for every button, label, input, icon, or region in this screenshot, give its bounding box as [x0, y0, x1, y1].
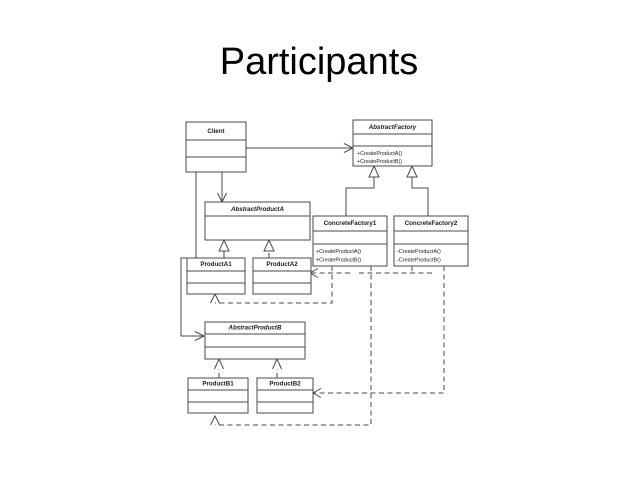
- operation-concretefactory1-createproductb: +CreateProductB(): [316, 257, 361, 263]
- class-name-client: Client: [207, 128, 224, 135]
- edge-concretefactory1-generalization: [345, 164, 380, 216]
- edge-productb1-generalization: [214, 357, 224, 378]
- operation-concretefactory2-createproductb: -CreateProductB(): [397, 257, 441, 263]
- class-box-concretefactory1[interactable]: ConcreteFactory1 +CreateProductA() +Crea…: [312, 215, 388, 267]
- edge-client-to-abstractfactory: [246, 143, 355, 153]
- class-name-abstractfactory: AbstractFactory: [368, 124, 417, 131]
- class-name-productb2: ProductB2: [269, 381, 301, 388]
- class-name-concretefactory2: ConcreteFactory2: [405, 220, 458, 227]
- edge-cf1-to-productb1-dependency: [210, 266, 372, 426]
- class-name-productb1: ProductB1: [202, 381, 234, 388]
- edge-producta1-generalization: [218, 238, 230, 258]
- class-box-client[interactable]: Client: [185, 121, 247, 173]
- class-name-producta2: ProductA2: [266, 261, 298, 268]
- class-box-producta2[interactable]: ProductA2: [252, 257, 312, 295]
- edge-client-to-abstractproducta: [217, 172, 227, 204]
- page-title: Participants: [219, 41, 419, 83]
- edge-cf1-to-producta2-dependency: [308, 268, 350, 278]
- class-box-productb1[interactable]: ProductB1: [187, 377, 249, 414]
- class-name-concretefactory1: ConcreteFactory1: [324, 220, 377, 227]
- class-box-abstractfactory[interactable]: AbstractFactory +CreateProductA() +Creat…: [352, 119, 433, 167]
- class-box-abstractproducta[interactable]: AbstractProductA: [204, 201, 311, 241]
- class-name-producta1: ProductA1: [200, 261, 232, 268]
- class-name-abstractproductb: AbstractProductB: [228, 325, 282, 332]
- operation-abstractfactory-createproductb: +CreateProductB(): [357, 159, 402, 165]
- class-box-concretefactory2[interactable]: ConcreteFactory2 -CreateProductA() -Crea…: [393, 215, 469, 267]
- edge-cf2-to-productb2-dependency: [311, 266, 445, 398]
- class-box-producta1[interactable]: ProductA1: [186, 257, 246, 295]
- operation-concretefactory2-createproducta: -CreateProductA(): [397, 249, 441, 255]
- class-box-productb2[interactable]: ProductB2: [256, 377, 314, 414]
- operation-concretefactory1-createproducta: +CreateProductA(): [316, 249, 361, 255]
- operation-abstractfactory-createproducta: +CreateProductA(): [357, 151, 402, 157]
- class-box-abstractproductb[interactable]: AbstractProductB: [204, 321, 306, 360]
- class-name-abstractproducta: AbstractProductA: [230, 206, 284, 213]
- edge-productb2-generalization: [272, 357, 282, 378]
- edge-concretefactory2-generalization: [406, 164, 429, 216]
- edge-producta2-generalization: [263, 238, 275, 258]
- edge-client-to-abstractproductb: [180, 172, 206, 341]
